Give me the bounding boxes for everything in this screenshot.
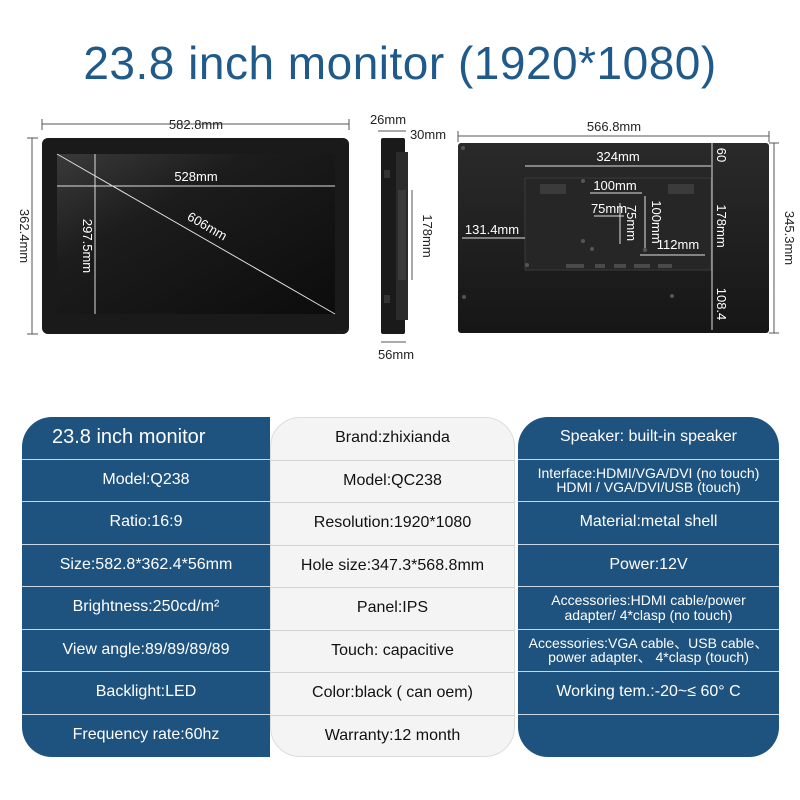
back-view: 566.8mm 345.3mm 324mm 131.4mm 60 178mm 1… bbox=[457, 119, 797, 334]
spec-cell: Color:black ( can oem) bbox=[271, 673, 514, 716]
spec-cell: Brand:zhixianda bbox=[271, 418, 514, 461]
spec-line: Accessories:HDMI cable/power bbox=[551, 592, 746, 609]
spec-line: Accessories:VGA cable、USB cable、 bbox=[528, 634, 769, 651]
spec-cell: Model:QC238 bbox=[271, 461, 514, 503]
back-left-label: 131.4mm bbox=[465, 222, 519, 237]
spec-cell: Accessories:HDMI cable/power adapter/ 4*… bbox=[518, 587, 779, 630]
spec-cell: Material:metal shell bbox=[518, 502, 779, 545]
spec-line: adapter/ 4*clasp (no touch) bbox=[564, 606, 733, 623]
page-title: 23.8 inch monitor (1920*1080) bbox=[83, 37, 717, 89]
spec-cell: Warranty:12 month bbox=[324, 727, 461, 745]
spec-cell: Accessories:VGA cable、USB cable、 power a… bbox=[518, 630, 779, 672]
back-108-label: 108.4 bbox=[714, 288, 729, 321]
spec-cell: 23.8 inch monitor bbox=[22, 417, 270, 460]
spec-cell: Interface:HDMI/VGA/DVI (no touch) HDMI /… bbox=[518, 460, 779, 502]
spec-cell: Touch: capacitive bbox=[271, 631, 514, 673]
side-top2-label: 30mm bbox=[410, 127, 446, 142]
spec-cell: Working tem.:-20~≤ 60° C bbox=[518, 672, 779, 715]
spec-cell: Power:12V bbox=[518, 545, 779, 587]
spec-line: power adapter、 4*clasp (touch) bbox=[548, 649, 749, 666]
spec-cell: Ratio:16:9 bbox=[22, 502, 270, 545]
vesa-100w-label: 100mm bbox=[593, 178, 636, 193]
spec-column-left: 23.8 inch monitor Model:Q238 Ratio:16:9 … bbox=[22, 417, 270, 757]
back-178-label: 178mm bbox=[714, 204, 729, 247]
spec-cell: Panel:IPS bbox=[271, 588, 514, 631]
spec-cell: Frequency rate:60hz bbox=[72, 726, 220, 744]
back-height-label: 345.3mm bbox=[782, 211, 797, 265]
front-view: 582.8mm 362.4mm 528mm 297.5mm 6 bbox=[17, 117, 350, 335]
back-width-label: 566.8mm bbox=[587, 119, 641, 134]
spec-column-right: Speaker: built-in speaker Interface:HDMI… bbox=[518, 417, 779, 757]
spec-cell: Speaker: built-in speaker bbox=[518, 417, 779, 460]
vesa-75h-label: 75mm bbox=[624, 205, 639, 241]
spec-line: HDMI / VGA/DVI/USB (touch) bbox=[556, 479, 741, 496]
spec-cell: Hole size:347.3*568.8mm bbox=[271, 546, 514, 588]
front-height-label: 362.4mm bbox=[17, 209, 32, 263]
back-60-label: 60 bbox=[714, 148, 729, 162]
side-height-label: 178mm bbox=[420, 214, 435, 257]
screen-width-label: 528mm bbox=[174, 169, 217, 184]
screen-height-label: 297.5mm bbox=[80, 219, 95, 273]
vesa-100h-label: 100mm bbox=[649, 200, 664, 243]
back-324-label: 324mm bbox=[596, 149, 639, 164]
spec-cell: Brightness:250cd/m² bbox=[22, 587, 270, 630]
vesa-112-label: 112mm bbox=[657, 237, 699, 252]
spec-cell: Backlight:LED bbox=[22, 672, 270, 715]
dimension-diagram: 582.8mm 362.4mm 528mm 297.5mm 6 bbox=[17, 112, 797, 362]
spec-table: 23.8 inch monitor Model:Q238 Ratio:16:9 … bbox=[22, 417, 779, 757]
side-bottom-label: 56mm bbox=[378, 347, 414, 362]
spec-cell: Resolution:1920*1080 bbox=[271, 503, 514, 546]
spec-cell bbox=[518, 715, 779, 758]
spec-column-middle: Brand:zhixianda Model:QC238 Resolution:1… bbox=[270, 417, 515, 757]
spec-cell: Size:582.8*362.4*56mm bbox=[22, 545, 270, 587]
front-width-label: 582.8mm bbox=[169, 117, 223, 132]
spec-line: Interface:HDMI/VGA/DVI (no touch) bbox=[537, 464, 760, 481]
side-view: 26mm 30mm 178mm 56mm bbox=[370, 112, 446, 362]
side-top-label: 26mm bbox=[370, 112, 406, 127]
spec-cell: View angle:89/89/89/89 bbox=[22, 630, 270, 672]
spec-cell: Model:Q238 bbox=[22, 460, 270, 502]
vesa-75w-label: 75mm bbox=[591, 201, 627, 216]
